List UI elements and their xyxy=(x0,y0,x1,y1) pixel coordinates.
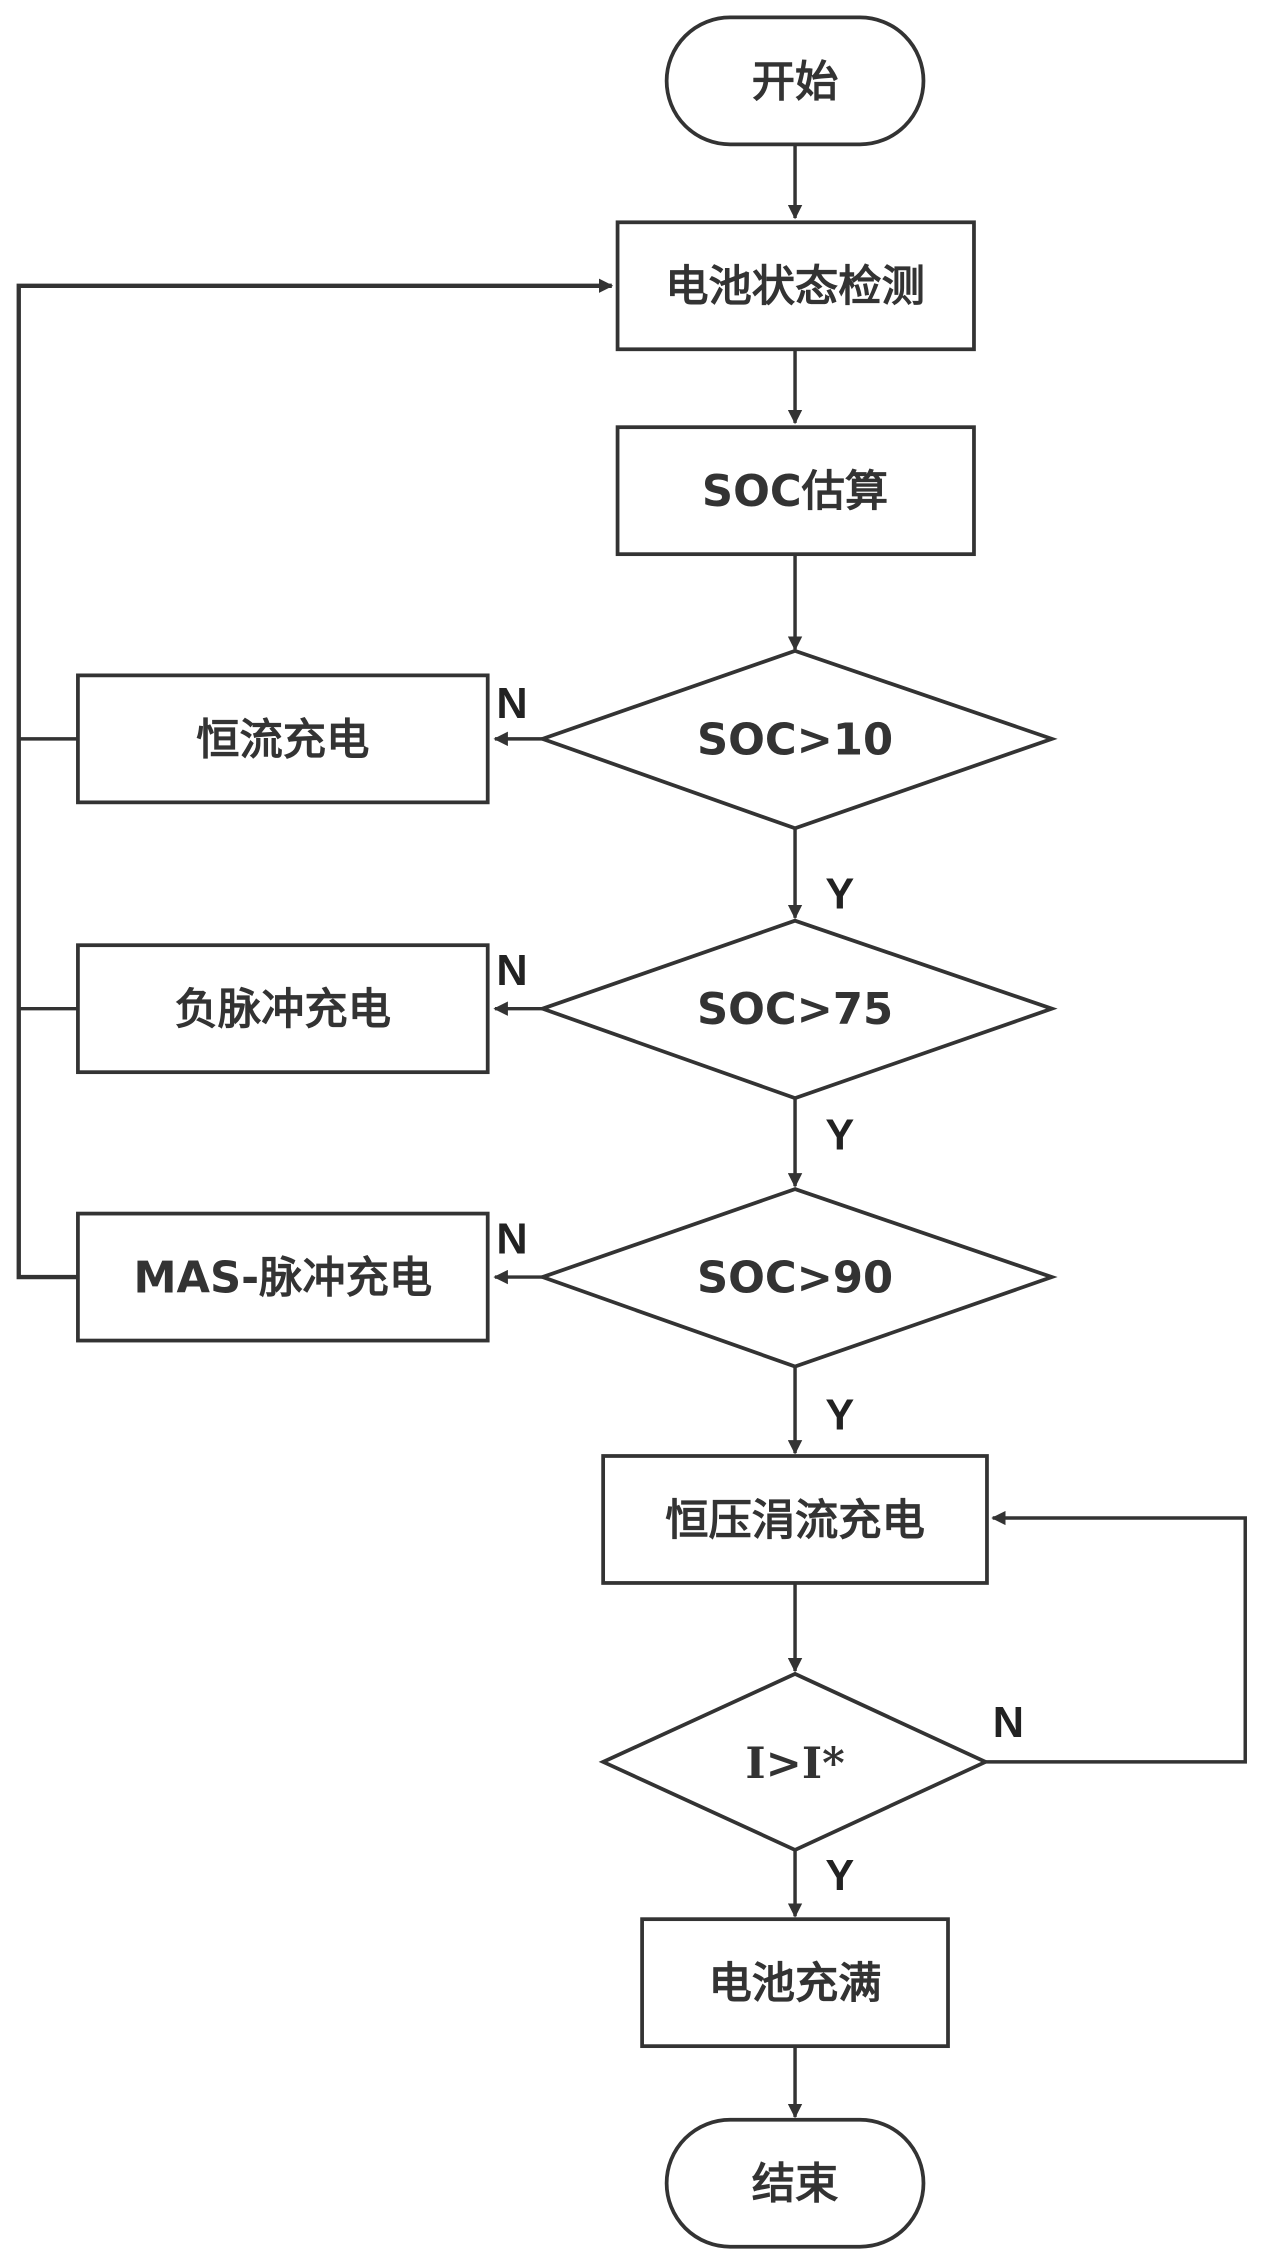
decision2-label: SOC>75 xyxy=(697,985,893,1035)
mas-pulse-label: MAS-脉冲充电 xyxy=(133,1254,432,1304)
decision3-label: SOC>90 xyxy=(697,1254,893,1304)
estimate-node: SOC估算 xyxy=(615,425,976,557)
end-node: 结束 xyxy=(664,2117,926,2249)
full-node: 电池充满 xyxy=(640,1917,950,2049)
decision1-node: SOC>10 xyxy=(536,648,1058,831)
neg-pulse-node: 负脉冲充电 xyxy=(76,943,490,1075)
d2-yes-label: Y xyxy=(825,1112,854,1160)
edge-d4-no-loop xyxy=(985,1510,1247,1764)
d3-no-label: N xyxy=(496,1216,527,1264)
decision4-node: I>I* xyxy=(598,1671,990,1852)
edge-feedback-loop xyxy=(16,278,614,1280)
cv-trickle-label: 恒压涓流充电 xyxy=(665,1496,925,1546)
d1-yes-label: Y xyxy=(825,871,854,919)
d2-no-label: N xyxy=(496,947,527,995)
start-label: 开始 xyxy=(752,57,839,107)
d3-yes-label: Y xyxy=(825,1392,854,1440)
full-label: 电池充满 xyxy=(709,1959,882,2009)
decision3-node: SOC>90 xyxy=(536,1187,1058,1369)
connectors xyxy=(16,145,1247,2119)
start-node: 开始 xyxy=(664,15,926,147)
d4-yes-label: Y xyxy=(825,1852,854,1900)
decision4-label: I>I* xyxy=(745,1738,844,1789)
decision1-label: SOC>10 xyxy=(697,715,893,765)
detect-node: 电池状态检测 xyxy=(615,220,976,352)
decision2-node: SOC>75 xyxy=(536,918,1058,1101)
detect-label: 电池状态检测 xyxy=(665,262,925,312)
cc-charge-node: 恒流充电 xyxy=(76,673,490,805)
end-label: 结束 xyxy=(752,2160,839,2210)
cv-trickle-node: 恒压涓流充电 xyxy=(601,1454,989,1585)
estimate-label: SOC估算 xyxy=(702,467,888,517)
d4-no-label: N xyxy=(993,1699,1024,1747)
neg-pulse-label: 负脉冲充电 xyxy=(175,985,391,1035)
d1-no-label: N xyxy=(496,680,527,728)
cc-charge-label: 恒流充电 xyxy=(196,715,369,765)
mas-pulse-node: MAS-脉冲充电 xyxy=(76,1211,490,1343)
